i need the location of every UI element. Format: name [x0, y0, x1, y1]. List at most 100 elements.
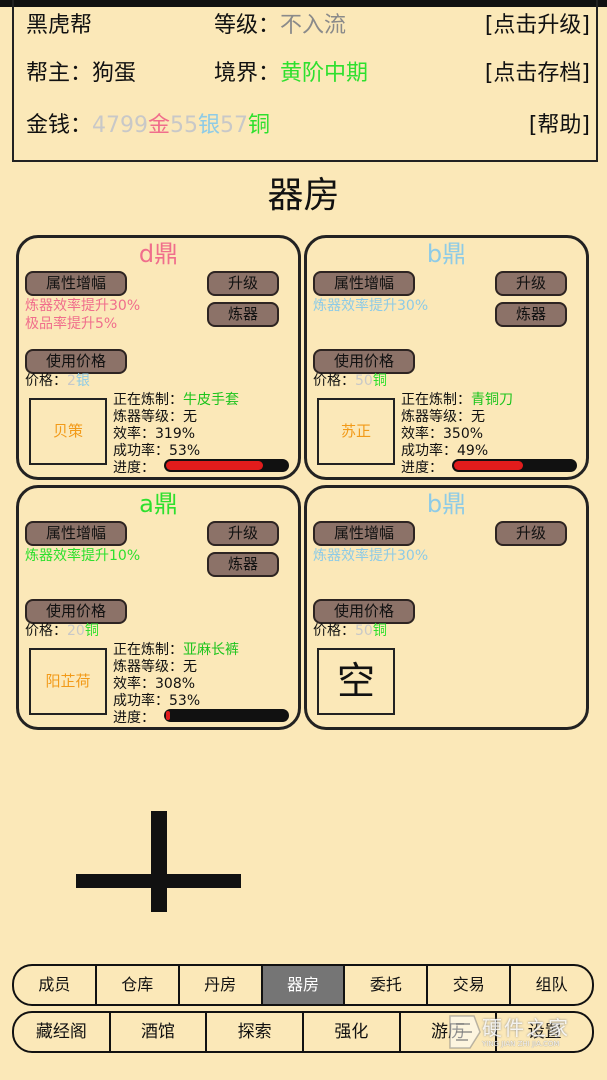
tab-commission[interactable]: 委托: [343, 966, 426, 1004]
cauldron-card-b-empty: b鼎 属性增幅 升级 炼器效率提升30% 使用价格 价格：50铜 空: [304, 485, 589, 730]
efficiency-value: 319%: [155, 426, 196, 442]
refining-row: 正在炼制：亚麻长裤: [113, 642, 239, 659]
money-row: 金钱：4799金55银57铜: [26, 112, 270, 140]
success-label: 成功率：: [113, 693, 169, 709]
copper-amount: 57: [220, 113, 249, 138]
refining-label: 正在炼制：: [113, 392, 183, 408]
realm-label: 境界：: [214, 61, 281, 86]
effect-line: 炼器效率提升30%: [313, 298, 429, 314]
price-row: 价格：20铜: [25, 622, 99, 640]
success-value: 53%: [169, 443, 201, 459]
tab-team[interactable]: 组队: [509, 966, 592, 1004]
craft-level-label: 炼器等级：: [113, 409, 183, 425]
cauldron-title: b鼎: [426, 490, 467, 518]
refining-info: 正在炼制：亚麻长裤 炼器等级：无 效率：308% 成功率：53% 进度：: [113, 642, 239, 727]
effect-line: 炼器效率提升30%: [313, 548, 429, 564]
cauldron-title: d鼎: [138, 240, 179, 268]
help-link[interactable]: [帮助]: [528, 113, 590, 138]
worker-slot[interactable]: 阳芷荷: [29, 648, 107, 715]
use-price-button[interactable]: 使用价格: [25, 349, 127, 374]
money-label: 金钱：: [26, 113, 93, 138]
efficiency-label: 效率：: [113, 426, 155, 442]
realm-row: 境界：黄阶中期: [214, 60, 368, 88]
tab-members[interactable]: 成员: [38, 975, 71, 994]
refining-info: 正在炼制：青铜刀 炼器等级：无 效率：350% 成功率：49% 进度：: [401, 392, 513, 477]
upgrade-button[interactable]: 升级: [495, 271, 567, 296]
leader-value: 狗蛋: [92, 61, 137, 86]
craft-level-row: 炼器等级：无: [113, 409, 239, 426]
success-label: 成功率：: [113, 443, 169, 459]
refining-item: 亚麻长裤: [183, 642, 239, 658]
refining-item: 牛皮手套: [183, 392, 239, 408]
effect-line: 炼器效率提升10%: [25, 548, 141, 564]
craft-level-row: 炼器等级：无: [401, 409, 513, 426]
upgrade-button[interactable]: 升级: [495, 521, 567, 546]
price-amount: 50: [355, 373, 373, 389]
refine-button[interactable]: 炼器: [207, 552, 279, 577]
progress-bar: [164, 459, 289, 472]
realm-value: 黄阶中期: [280, 61, 369, 86]
craft-level-label: 炼器等级：: [113, 659, 183, 675]
silver-unit: 银: [198, 113, 221, 138]
success-label: 成功率：: [401, 443, 457, 459]
save-link[interactable]: [点击存档]: [484, 61, 590, 86]
success-row: 成功率：53%: [113, 693, 239, 710]
price-amount: 20: [67, 623, 85, 639]
tab-forge-room[interactable]: 器房: [260, 966, 344, 1004]
attr-boost-button[interactable]: 属性增幅: [313, 521, 415, 546]
upgrade-button[interactable]: 升级: [207, 271, 279, 296]
level-label: 等级：: [214, 13, 281, 38]
refining-info: 正在炼制：牛皮手套 炼器等级：无 效率：319% 成功率：53% 进度：: [113, 392, 239, 477]
empty-worker-slot[interactable]: 空: [317, 648, 395, 715]
cauldron-card-d: d鼎 属性增幅 升级 炼器 炼器效率提升30% 极品率提升5% 使用价格 价格：…: [16, 235, 301, 480]
upgrade-link[interactable]: [点击升级]: [484, 13, 590, 38]
progress-label: 进度：: [113, 710, 155, 726]
refining-row: 正在炼制：牛皮手套: [113, 392, 239, 409]
attr-boost-button[interactable]: 属性增幅: [25, 521, 127, 546]
leader-row: 帮主：狗蛋: [26, 60, 136, 88]
efficiency-row: 效率：308%: [113, 676, 239, 693]
level-value: 不入流: [280, 13, 347, 38]
efficiency-row: 效率：319%: [113, 426, 239, 443]
success-value: 49%: [457, 443, 489, 459]
craft-level-label: 炼器等级：: [401, 409, 471, 425]
price-row: 价格：50铜: [313, 622, 387, 640]
price-row: 价格：2银: [25, 372, 90, 390]
progress-bar: [452, 459, 577, 472]
price-unit: 铜: [372, 623, 387, 639]
price-unit: 银: [75, 373, 90, 389]
refining-item: 青铜刀: [471, 392, 513, 408]
use-price-button[interactable]: 使用价格: [313, 349, 415, 374]
attr-boost-button[interactable]: 属性增幅: [25, 271, 127, 296]
attr-boost-button[interactable]: 属性增幅: [313, 271, 415, 296]
page-title: 器房: [267, 175, 340, 216]
tab-enhance[interactable]: 强化: [302, 1013, 399, 1051]
price-row: 价格：50铜: [313, 372, 387, 390]
plus-icon: [151, 811, 167, 912]
worker-slot[interactable]: 苏正: [317, 398, 395, 465]
leader-label: 帮主：: [26, 61, 93, 86]
silver-amount: 55: [170, 113, 199, 138]
refine-button[interactable]: 炼器: [495, 302, 567, 327]
tab-warehouse[interactable]: 仓库: [94, 966, 178, 1004]
progress-label: 进度：: [401, 460, 443, 476]
efficiency-label: 效率：: [401, 426, 443, 442]
use-price-button[interactable]: 使用价格: [313, 599, 415, 624]
cauldron-title: b鼎: [426, 240, 467, 268]
tab-settings[interactable]: 设置: [495, 1013, 592, 1051]
refine-button[interactable]: 炼器: [207, 302, 279, 327]
tab-explore[interactable]: 探索: [205, 1013, 302, 1051]
efficiency-row: 效率：350%: [401, 426, 513, 443]
tab-tavern[interactable]: 酒馆: [108, 1013, 206, 1051]
upgrade-button[interactable]: 升级: [207, 521, 279, 546]
worker-slot[interactable]: 贝策: [29, 398, 107, 465]
use-price-button[interactable]: 使用价格: [25, 599, 127, 624]
craft-level-value: 无: [471, 409, 485, 425]
secondary-nav: 藏经阁 酒馆 探索 强化 游历 设置: [12, 1011, 594, 1053]
tab-trade[interactable]: 交易: [426, 966, 509, 1004]
level-row: 等级：不入流: [214, 12, 346, 40]
tab-travel[interactable]: 游历: [398, 1013, 496, 1051]
tab-library[interactable]: 藏经阁: [35, 1022, 87, 1042]
tab-alchemy-room[interactable]: 丹房: [177, 966, 261, 1004]
craft-level-row: 炼器等级：无: [113, 659, 239, 676]
